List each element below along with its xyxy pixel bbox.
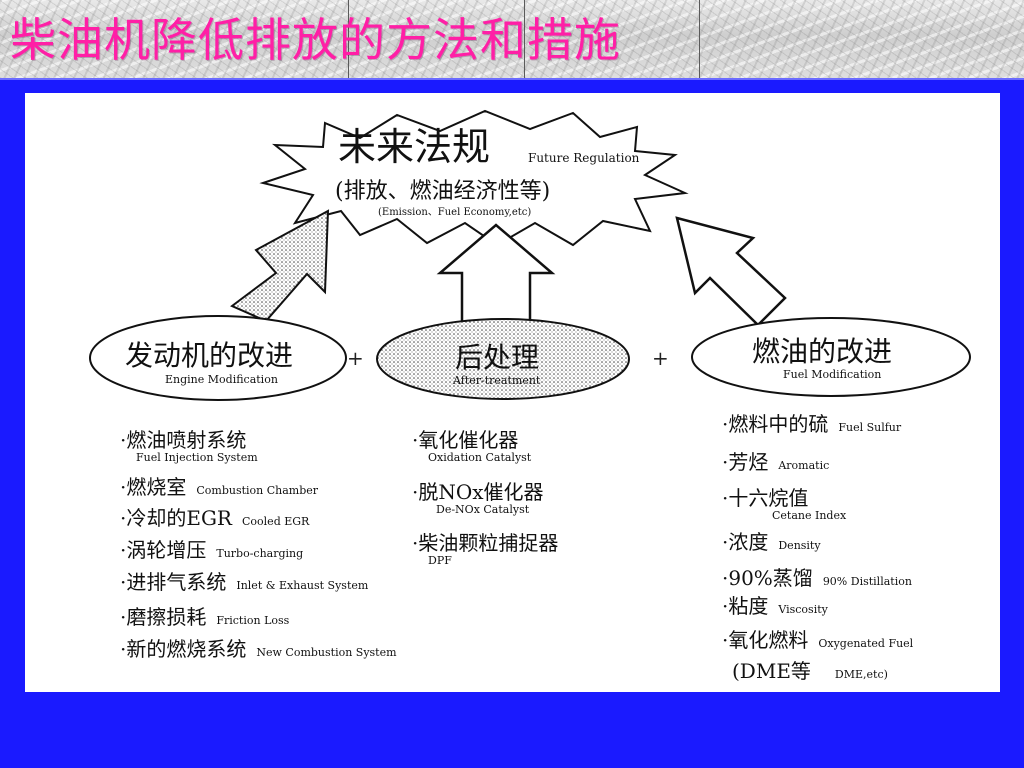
aftertreatment-label-en: After-treatment xyxy=(453,374,541,387)
arrow-fuel-to-regulation xyxy=(675,216,787,327)
slide-title: 柴油机降低排放的方法和措施 xyxy=(10,13,621,67)
plus-sign: + xyxy=(652,346,669,370)
aftertreatment-list-item: ·脱NOx催化器 De-NOx Catalyst xyxy=(412,480,544,516)
title-bar: 柴油机降低排放的方法和措施 xyxy=(0,0,1024,80)
diagram-art xyxy=(89,109,971,401)
oval-fuel-shape xyxy=(691,317,971,397)
oval-engine-shape xyxy=(89,315,347,401)
oval-aftertreatment-shape xyxy=(376,318,630,400)
engine-modification-label: 发动机的改进 xyxy=(125,339,294,372)
arrow-aftertreatment-to-regulation xyxy=(436,223,556,327)
diagram-panel: 未来法规 Future Regulation (排放、燃油经济性等) (Emis… xyxy=(25,93,1000,692)
regulation-burst-shape xyxy=(259,109,689,247)
fuel-modification-label: 燃油的改进 xyxy=(752,335,893,368)
regulation-subtitle-en: (Emission、Fuel Economy,etc) xyxy=(378,207,532,218)
regulation-title: 未来法规 xyxy=(338,125,491,169)
aftertreatment-list-item: ·柴油颗粒捕捉器 DPF xyxy=(412,531,559,567)
regulation-subtitle: (排放、燃油经济性等) xyxy=(335,179,551,204)
aftertreatment-label: 后处理 xyxy=(455,341,540,374)
plus-sign: + xyxy=(347,346,364,370)
arrow-engine-to-regulation xyxy=(230,209,330,323)
fuel-modification-label-en: Fuel Modification xyxy=(783,368,882,381)
regulation-title-en: Future Regulation xyxy=(528,151,640,165)
title-divider xyxy=(524,0,525,78)
title-divider xyxy=(699,0,700,78)
fuel-list-item: ·十六烷值 Cetane Index xyxy=(722,486,847,522)
aftertreatment-list-item: ·氧化催化器 Oxidation Catalyst xyxy=(412,428,532,464)
title-divider xyxy=(348,0,349,78)
engine-modification-label-en: Engine Modification xyxy=(165,373,278,386)
engine-list-item: ·燃油喷射系统 Fuel Injection System xyxy=(120,428,258,464)
